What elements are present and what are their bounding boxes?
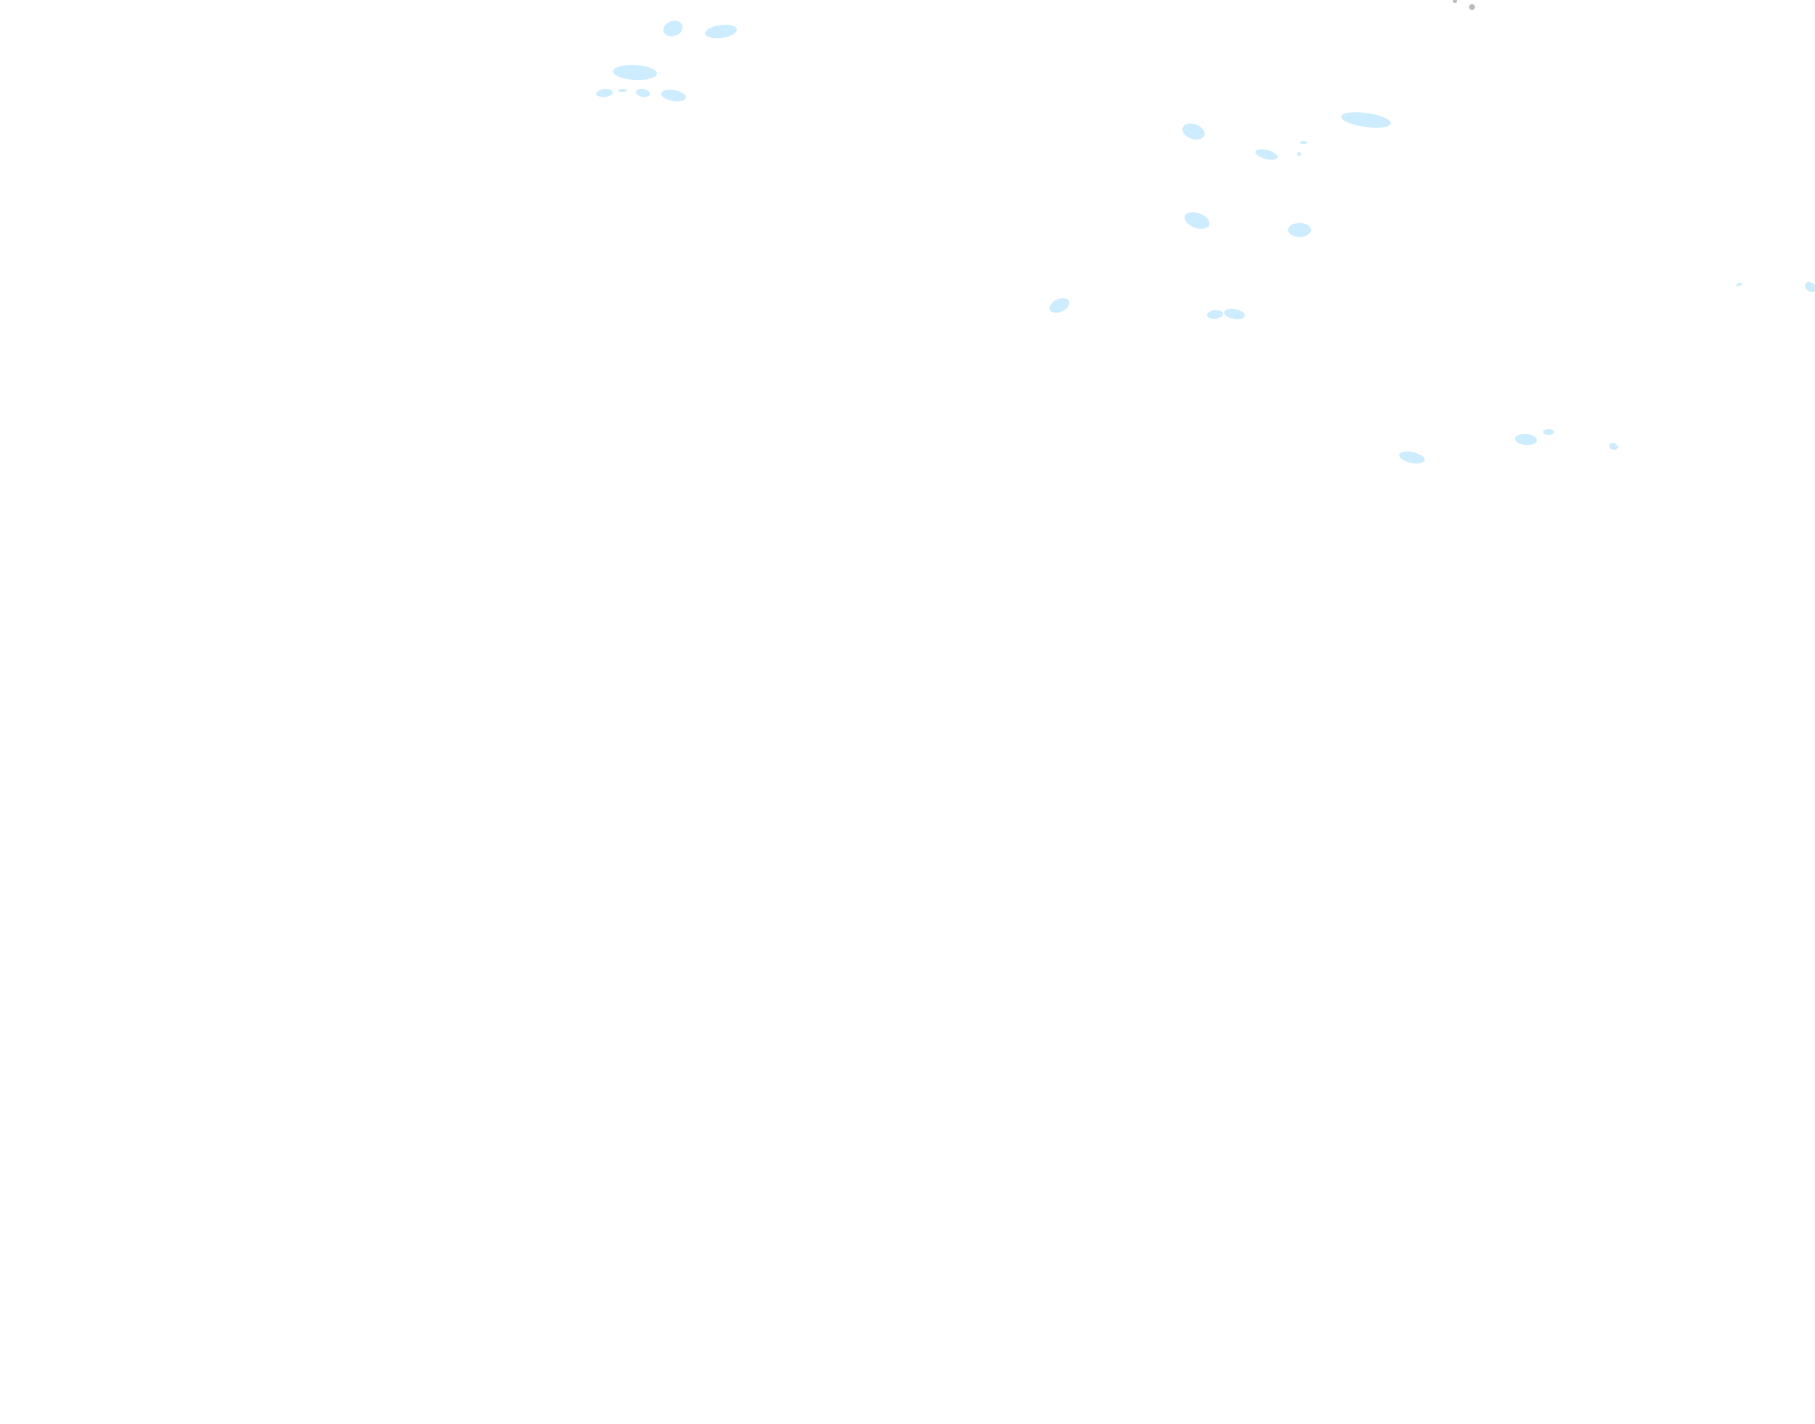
lake: [1182, 123, 1205, 140]
lake: [1515, 433, 1537, 446]
lake: [705, 24, 737, 39]
lake: [596, 88, 613, 98]
point-marker[interactable]: [1469, 4, 1475, 10]
lake: [1399, 451, 1425, 464]
point-marker[interactable]: [1453, 0, 1457, 3]
lake: [1224, 308, 1245, 320]
lake: [1543, 429, 1554, 435]
lake: [661, 89, 686, 102]
lake: [636, 88, 650, 98]
lake: [1609, 442, 1618, 451]
lake: [1184, 212, 1210, 229]
lake: [613, 64, 657, 81]
lake: [1805, 281, 1815, 293]
lake: [1255, 149, 1278, 160]
lake: [1736, 282, 1742, 287]
lake: [1207, 309, 1223, 320]
lake: [663, 20, 683, 37]
lake: [1288, 223, 1311, 237]
lake: [1300, 141, 1307, 144]
lake: [618, 89, 627, 92]
lake: [1341, 112, 1391, 128]
lake: [1049, 298, 1070, 313]
lake: [1297, 152, 1301, 156]
